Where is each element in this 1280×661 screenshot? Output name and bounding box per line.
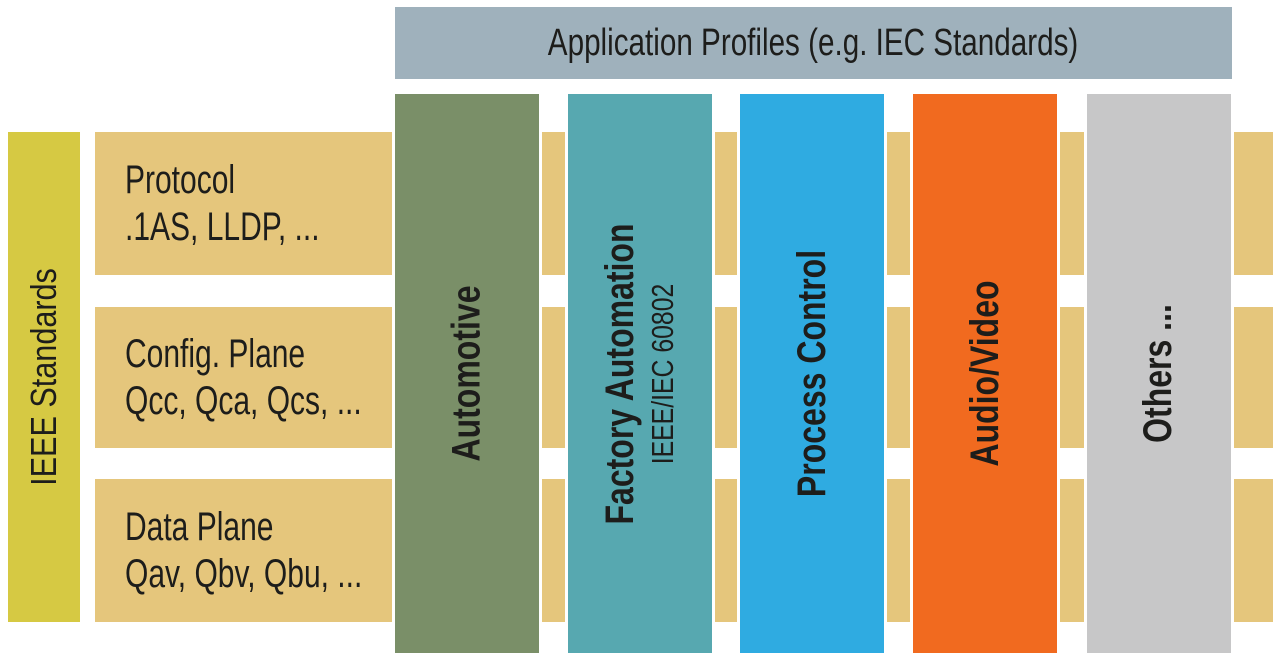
column-factory-automation-subtitle: IEEE/IEC 60802 [645,283,680,464]
column-factory-automation-label: Factory Automation [598,222,642,525]
row-subtitle: .1AS, LLDP, ... [125,204,320,249]
application-profiles-header: Application Profiles (e.g. IEC Standards… [395,7,1232,79]
column-automotive-label: Automotive [444,285,489,462]
column-automotive: Automotive [395,94,539,653]
row-title: Config. Plane [125,331,306,376]
row-subtitle: Qav, Qbv, Qbu, ... [125,551,363,596]
column-process-control-label: Process Control [789,249,834,498]
column-process-control: Process Control [740,94,884,653]
column-factory-automation-text: Factory Automation IEEE/IEC 60802 [597,223,683,524]
column-others-label: Others ... [1136,304,1181,443]
column-others: Others ... [1087,94,1231,653]
column-audio-video-label: Audio/Video [962,280,1007,467]
column-audio-video: Audio/Video [913,94,1057,653]
row-subtitle: Qcc, Qca, Qcs, ... [125,378,362,423]
row-protocol-text: Protocol .1AS, LLDP, ... [125,157,320,251]
ieee-standards-bar: IEEE Standards [8,132,80,622]
row-title: Protocol [125,157,236,202]
row-title: Data Plane [125,504,274,549]
column-factory-automation: Factory Automation IEEE/IEC 60802 [568,94,712,653]
application-profiles-label: Application Profiles (e.g. IEC Standards… [548,21,1079,64]
row-data-plane-text: Data Plane Qav, Qbv, Qbu, ... [125,504,362,598]
ieee-standards-label: IEEE Standards [23,268,64,486]
row-config-plane-text: Config. Plane Qcc, Qca, Qcs, ... [125,331,362,425]
